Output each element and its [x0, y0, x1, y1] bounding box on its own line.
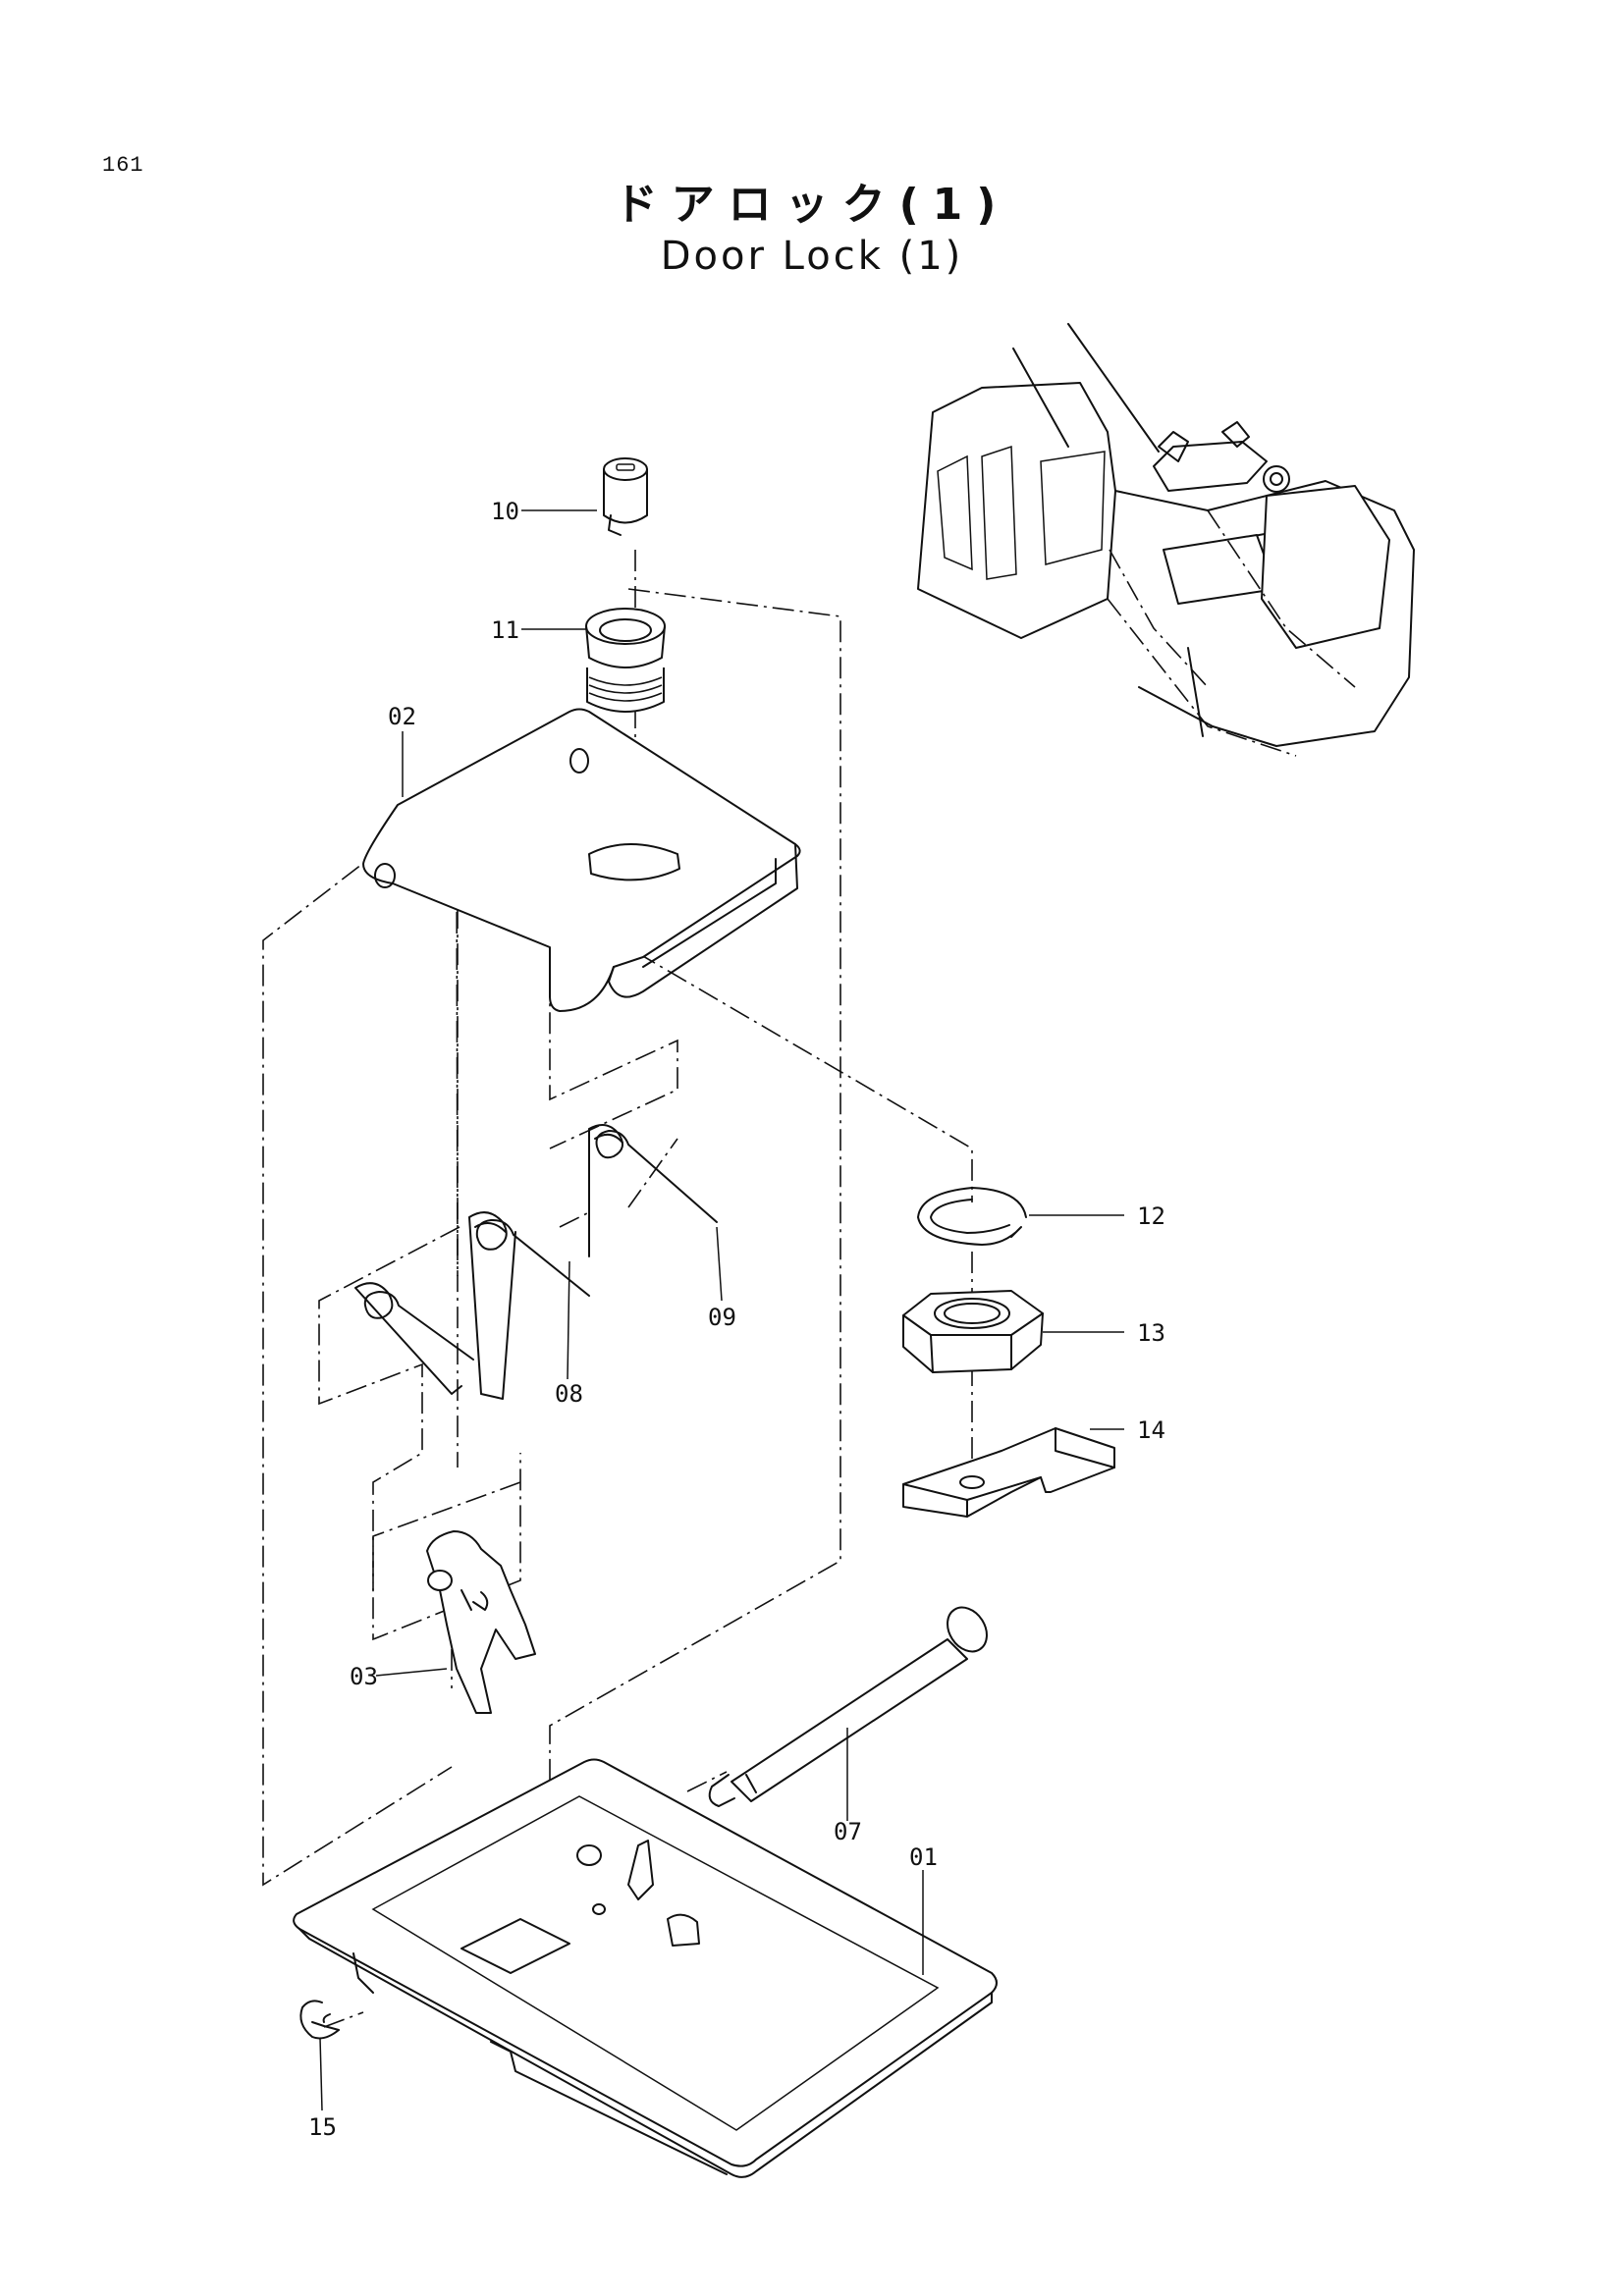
part-08-torsion-spring	[468, 1211, 590, 1400]
title-english: Door Lock (1)	[660, 234, 964, 279]
part-10-key-cylinder	[603, 457, 648, 536]
callout-12: 12	[1137, 1202, 1165, 1230]
part-11-threaded-bushing	[585, 608, 666, 713]
callout-13: 13	[1137, 1319, 1165, 1347]
callout-08: 08	[555, 1380, 583, 1408]
excavator-overview-illustration	[917, 323, 1415, 757]
part-09-torsion-spring	[588, 1124, 718, 1257]
callout-15: 15	[308, 2113, 337, 2141]
callout-01: 01	[909, 1843, 938, 1871]
part-03-latch-lever	[426, 1530, 536, 1714]
part-02-mounting-bracket	[362, 708, 801, 1012]
callout-03: 03	[350, 1663, 378, 1690]
part-15-e-ring	[299, 2000, 340, 2040]
page-number: 161	[102, 153, 144, 178]
part-01-base-plate	[293, 1758, 998, 2178]
callout-14: 14	[1137, 1416, 1165, 1444]
callout-11: 11	[491, 616, 519, 644]
lever-return-spring	[354, 1282, 474, 1395]
callout-09: 09	[708, 1304, 736, 1331]
callout-07: 07	[834, 1818, 862, 1845]
part-14-lock-plate	[902, 1427, 1115, 1518]
part-13-hex-nut	[902, 1290, 1044, 1373]
callout-02: 02	[388, 703, 416, 730]
callout-10: 10	[491, 498, 519, 525]
callout-leaders	[319, 509, 1124, 2111]
part-12-snap-ring	[917, 1187, 1027, 1246]
part-07-hinge-pin	[708, 1606, 988, 1807]
title-japanese: ドアロック(1)	[614, 180, 1010, 230]
